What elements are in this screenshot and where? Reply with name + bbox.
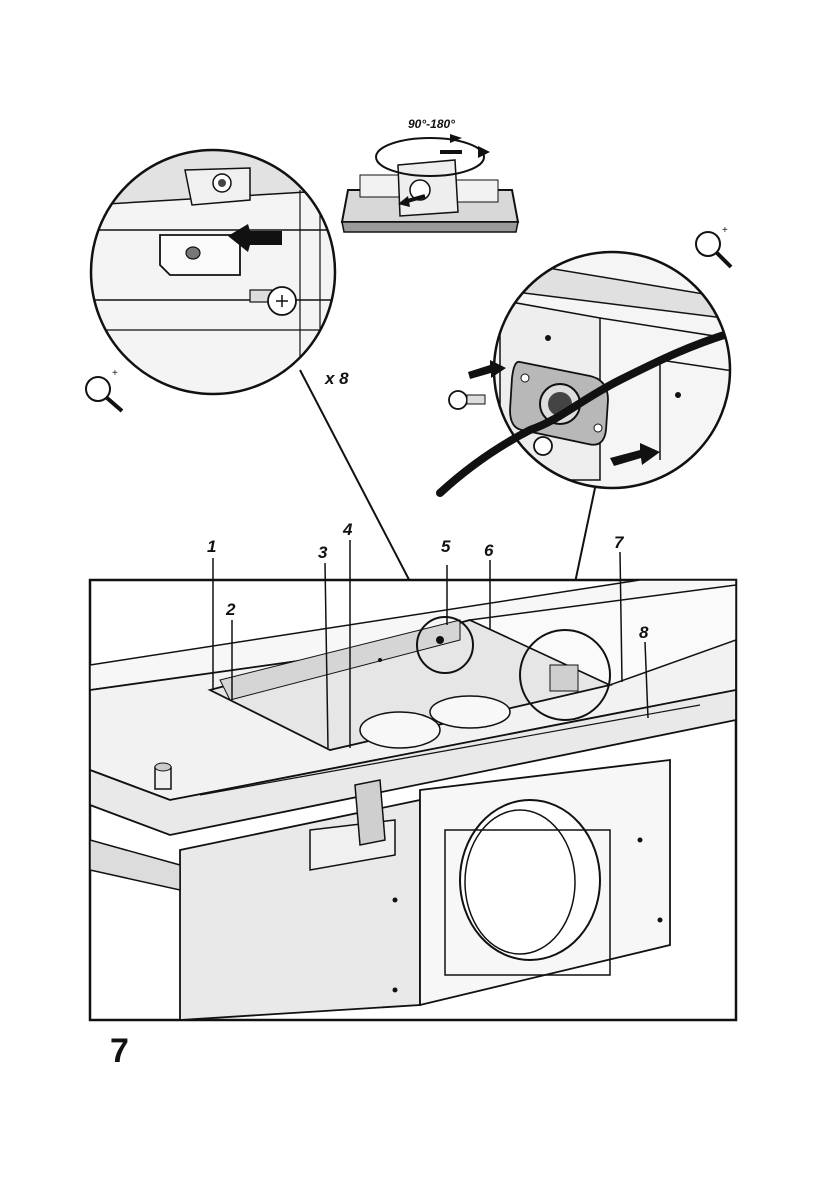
callout-3: 3: [318, 543, 328, 562]
callout-2: 2: [225, 600, 236, 619]
callout-8: 8: [639, 623, 649, 642]
magnifier-plus-icon: +: [86, 368, 122, 411]
detail-circle-right: [490, 250, 740, 490]
overview-thumbnail: [342, 134, 518, 232]
callout-7: 7: [614, 533, 625, 552]
svg-text:+: +: [112, 368, 118, 379]
main-view: [90, 580, 736, 1020]
callout-6: 6: [484, 541, 494, 560]
callout-5: 5: [441, 537, 451, 556]
callout-4: 4: [342, 520, 353, 539]
quantity-label: x 8: [324, 369, 349, 388]
callout-1: 1: [207, 537, 216, 556]
magnifier-plus-icon: +: [696, 225, 731, 267]
figure-number: 7: [110, 1032, 129, 1071]
svg-text:+: +: [722, 225, 728, 236]
detail-circle-left: [90, 140, 340, 395]
screw-right: [534, 437, 552, 455]
rotation-label: 90°-180°: [408, 117, 455, 131]
